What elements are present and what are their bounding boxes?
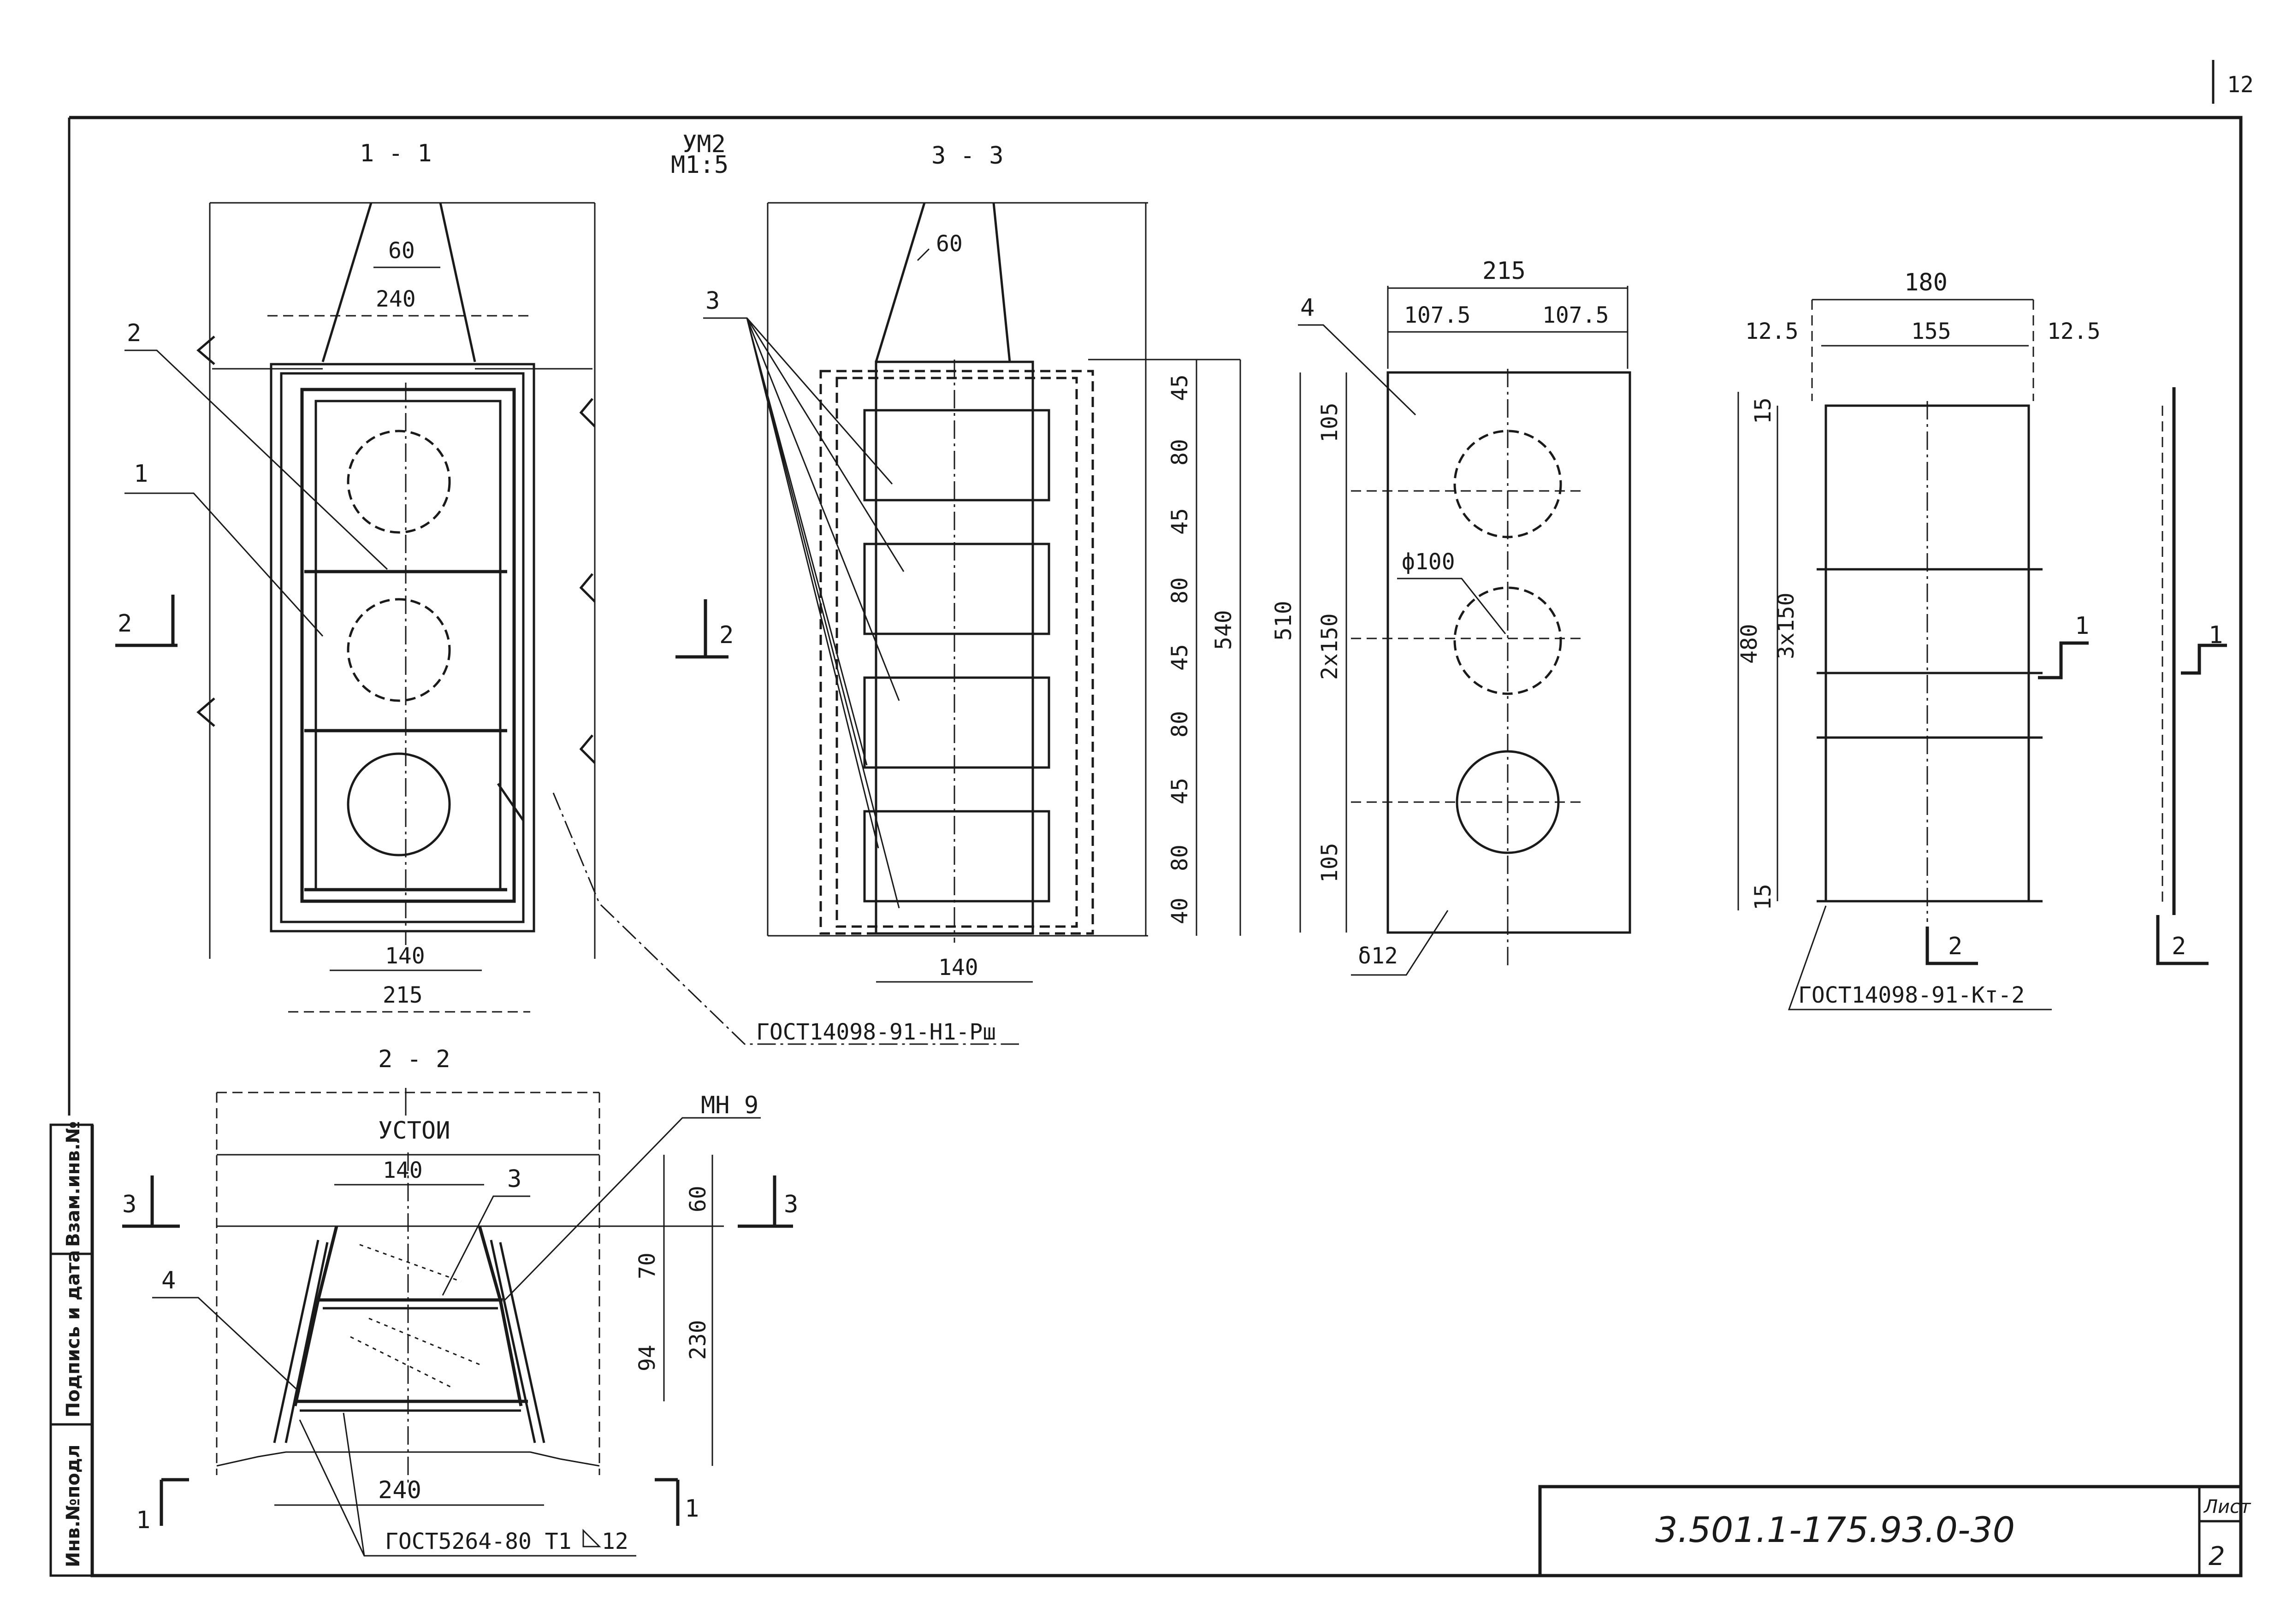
dim-plate-4-215: 215 bbox=[1482, 257, 1526, 285]
dim-2-2-140: 140 bbox=[383, 1157, 423, 1183]
dim-3-3-80d: 80 bbox=[1167, 844, 1193, 871]
callout-2-2-4: 4 bbox=[161, 1267, 176, 1294]
cut-2-2-1-left: 1 bbox=[136, 1506, 150, 1534]
cut-2-2-1-right: 1 bbox=[685, 1495, 699, 1523]
cut-1-1-2: 2 bbox=[118, 610, 132, 638]
dim-3-3-45b: 45 bbox=[1167, 508, 1193, 535]
header: УМ2 М1:5 bbox=[671, 130, 728, 179]
dim-3-3-540: 540 bbox=[1211, 610, 1237, 650]
dim-3-3-80c: 80 bbox=[1167, 711, 1193, 738]
weld-ref-kt: ГОСТ14098-91-Кт-2 bbox=[1798, 982, 2025, 1008]
fillet-weld-icon bbox=[582, 1529, 601, 1547]
plate-4-hole: ф100 bbox=[1402, 549, 1455, 575]
callout-1-1-1: 1 bbox=[134, 460, 148, 488]
dim-kt-180: 180 bbox=[1904, 269, 1948, 296]
plate-kt: 180 12.5 155 12.5 15 3x150 15 480 1 2 ГО… bbox=[1736, 269, 2101, 1010]
dim-kt-3x150: 3x150 bbox=[1773, 593, 1799, 660]
plate-4-thickness: δ12 bbox=[1358, 943, 1398, 969]
dim-plate-4-107b: 107.5 bbox=[1542, 302, 1609, 328]
dim-plate-4-105a: 105 bbox=[1317, 402, 1343, 443]
dim-3-3-40: 40 bbox=[1167, 898, 1193, 924]
cut-2-2-3-right: 3 bbox=[784, 1191, 798, 1218]
cut-3-3-2: 2 bbox=[719, 621, 734, 649]
side-stamp: Инв.№подл Подпись и дата Взам.инв.№ bbox=[49, 1121, 94, 1577]
dim-plate-4-510: 510 bbox=[1271, 601, 1297, 641]
section-3-3-title: 3 - 3 bbox=[931, 142, 1004, 170]
dim-1-1-240: 240 bbox=[376, 286, 416, 312]
dim-plate-4-107a: 107.5 bbox=[1404, 302, 1471, 328]
mark-mn9: МН 9 bbox=[701, 1092, 758, 1119]
dim-kt-480: 480 bbox=[1736, 624, 1762, 664]
section-1-1-title: 1 - 1 bbox=[360, 140, 432, 167]
stamp-inv-podl: Инв.№подл bbox=[63, 1445, 84, 1567]
dim-3-3-60: 60 bbox=[936, 231, 963, 257]
dim-3-3-140: 140 bbox=[938, 955, 978, 980]
stamp-signature-date: Подпись и дата bbox=[63, 1250, 84, 1417]
dim-3-3-45d: 45 bbox=[1167, 778, 1193, 804]
dim-plate-4-105b: 105 bbox=[1317, 843, 1343, 883]
dim-3-3-45c: 45 bbox=[1167, 644, 1193, 671]
dim-2-2-60: 60 bbox=[685, 1186, 711, 1212]
cut-side-2: 2 bbox=[2172, 933, 2186, 960]
callout-1-1-2: 2 bbox=[127, 319, 141, 347]
section-1-1: 1 - 1 60 240 140 215 2 bbox=[115, 140, 1019, 1045]
side-view: 1 2 bbox=[2156, 387, 2227, 965]
dim-1-1-215: 215 bbox=[383, 982, 423, 1008]
dim-1-1-60: 60 bbox=[388, 238, 415, 264]
cut-2-2-3-left: 3 bbox=[122, 1191, 136, 1218]
section-2-2-title: 2 - 2 bbox=[378, 1045, 450, 1073]
cut-kt-1: 1 bbox=[2075, 612, 2089, 640]
weld-leg-2-2: 12 bbox=[602, 1529, 628, 1554]
callout-3-3: 3 bbox=[705, 287, 720, 315]
section-2-2: 2 - 2 УСТОИ 140 240 60 70 94 230 МН 9 bbox=[122, 1045, 798, 1557]
dim-2-2-230: 230 bbox=[685, 1320, 711, 1360]
dim-plate-4-2x150: 2x150 bbox=[1317, 614, 1343, 680]
dim-1-1-140: 140 bbox=[385, 943, 425, 969]
dim-3-3-45a: 45 bbox=[1167, 374, 1193, 401]
dim-2-2-70: 70 bbox=[634, 1252, 660, 1279]
stamp-vzam-inv: Взам.инв.№ bbox=[63, 1121, 84, 1247]
page-number: 12 bbox=[2227, 72, 2254, 98]
title-block: 3.501.1-175.93.0-30 Лист 2 bbox=[1538, 1485, 2251, 1577]
sheet-number: 2 bbox=[2209, 1541, 2225, 1571]
dim-3-3-80a: 80 bbox=[1167, 439, 1193, 466]
dim-3-3-80b: 80 bbox=[1167, 577, 1193, 604]
dim-kt-12a: 12.5 bbox=[1745, 319, 1799, 344]
section-2-2-subtitle: УСТОИ bbox=[378, 1117, 450, 1145]
plate-4: 4 215 107.5 107.5 ф100 105 2x150 105 510… bbox=[1271, 257, 1631, 976]
callout-2-2-3: 3 bbox=[507, 1165, 521, 1193]
document-code: 3.501.1-175.93.0-30 bbox=[1655, 1509, 2015, 1550]
sheet-label: Лист bbox=[2203, 1496, 2251, 1518]
weld-ref-1-1: ГОСТ14098-91-Н1-Рш bbox=[756, 1019, 996, 1045]
cut-kt-2: 2 bbox=[1948, 933, 1962, 960]
dim-2-2-240: 240 bbox=[378, 1476, 421, 1504]
part-scale: М1:5 bbox=[671, 151, 728, 179]
part-name: УМ2 bbox=[682, 130, 726, 158]
section-3-3: 3 - 3 60 3 2 45 80 45 80 45 80 45 bbox=[675, 142, 1241, 983]
dim-kt-155: 155 bbox=[1911, 319, 1951, 344]
dim-kt-15b: 15 bbox=[1750, 884, 1776, 910]
dim-kt-15a: 15 bbox=[1750, 397, 1776, 424]
callout-plate-4: 4 bbox=[1300, 294, 1315, 322]
dim-kt-12b: 12.5 bbox=[2047, 319, 2101, 344]
weld-ref-2-2: ГОСТ5264-80 Т1 bbox=[385, 1529, 572, 1554]
dim-2-2-94: 94 bbox=[634, 1345, 660, 1371]
